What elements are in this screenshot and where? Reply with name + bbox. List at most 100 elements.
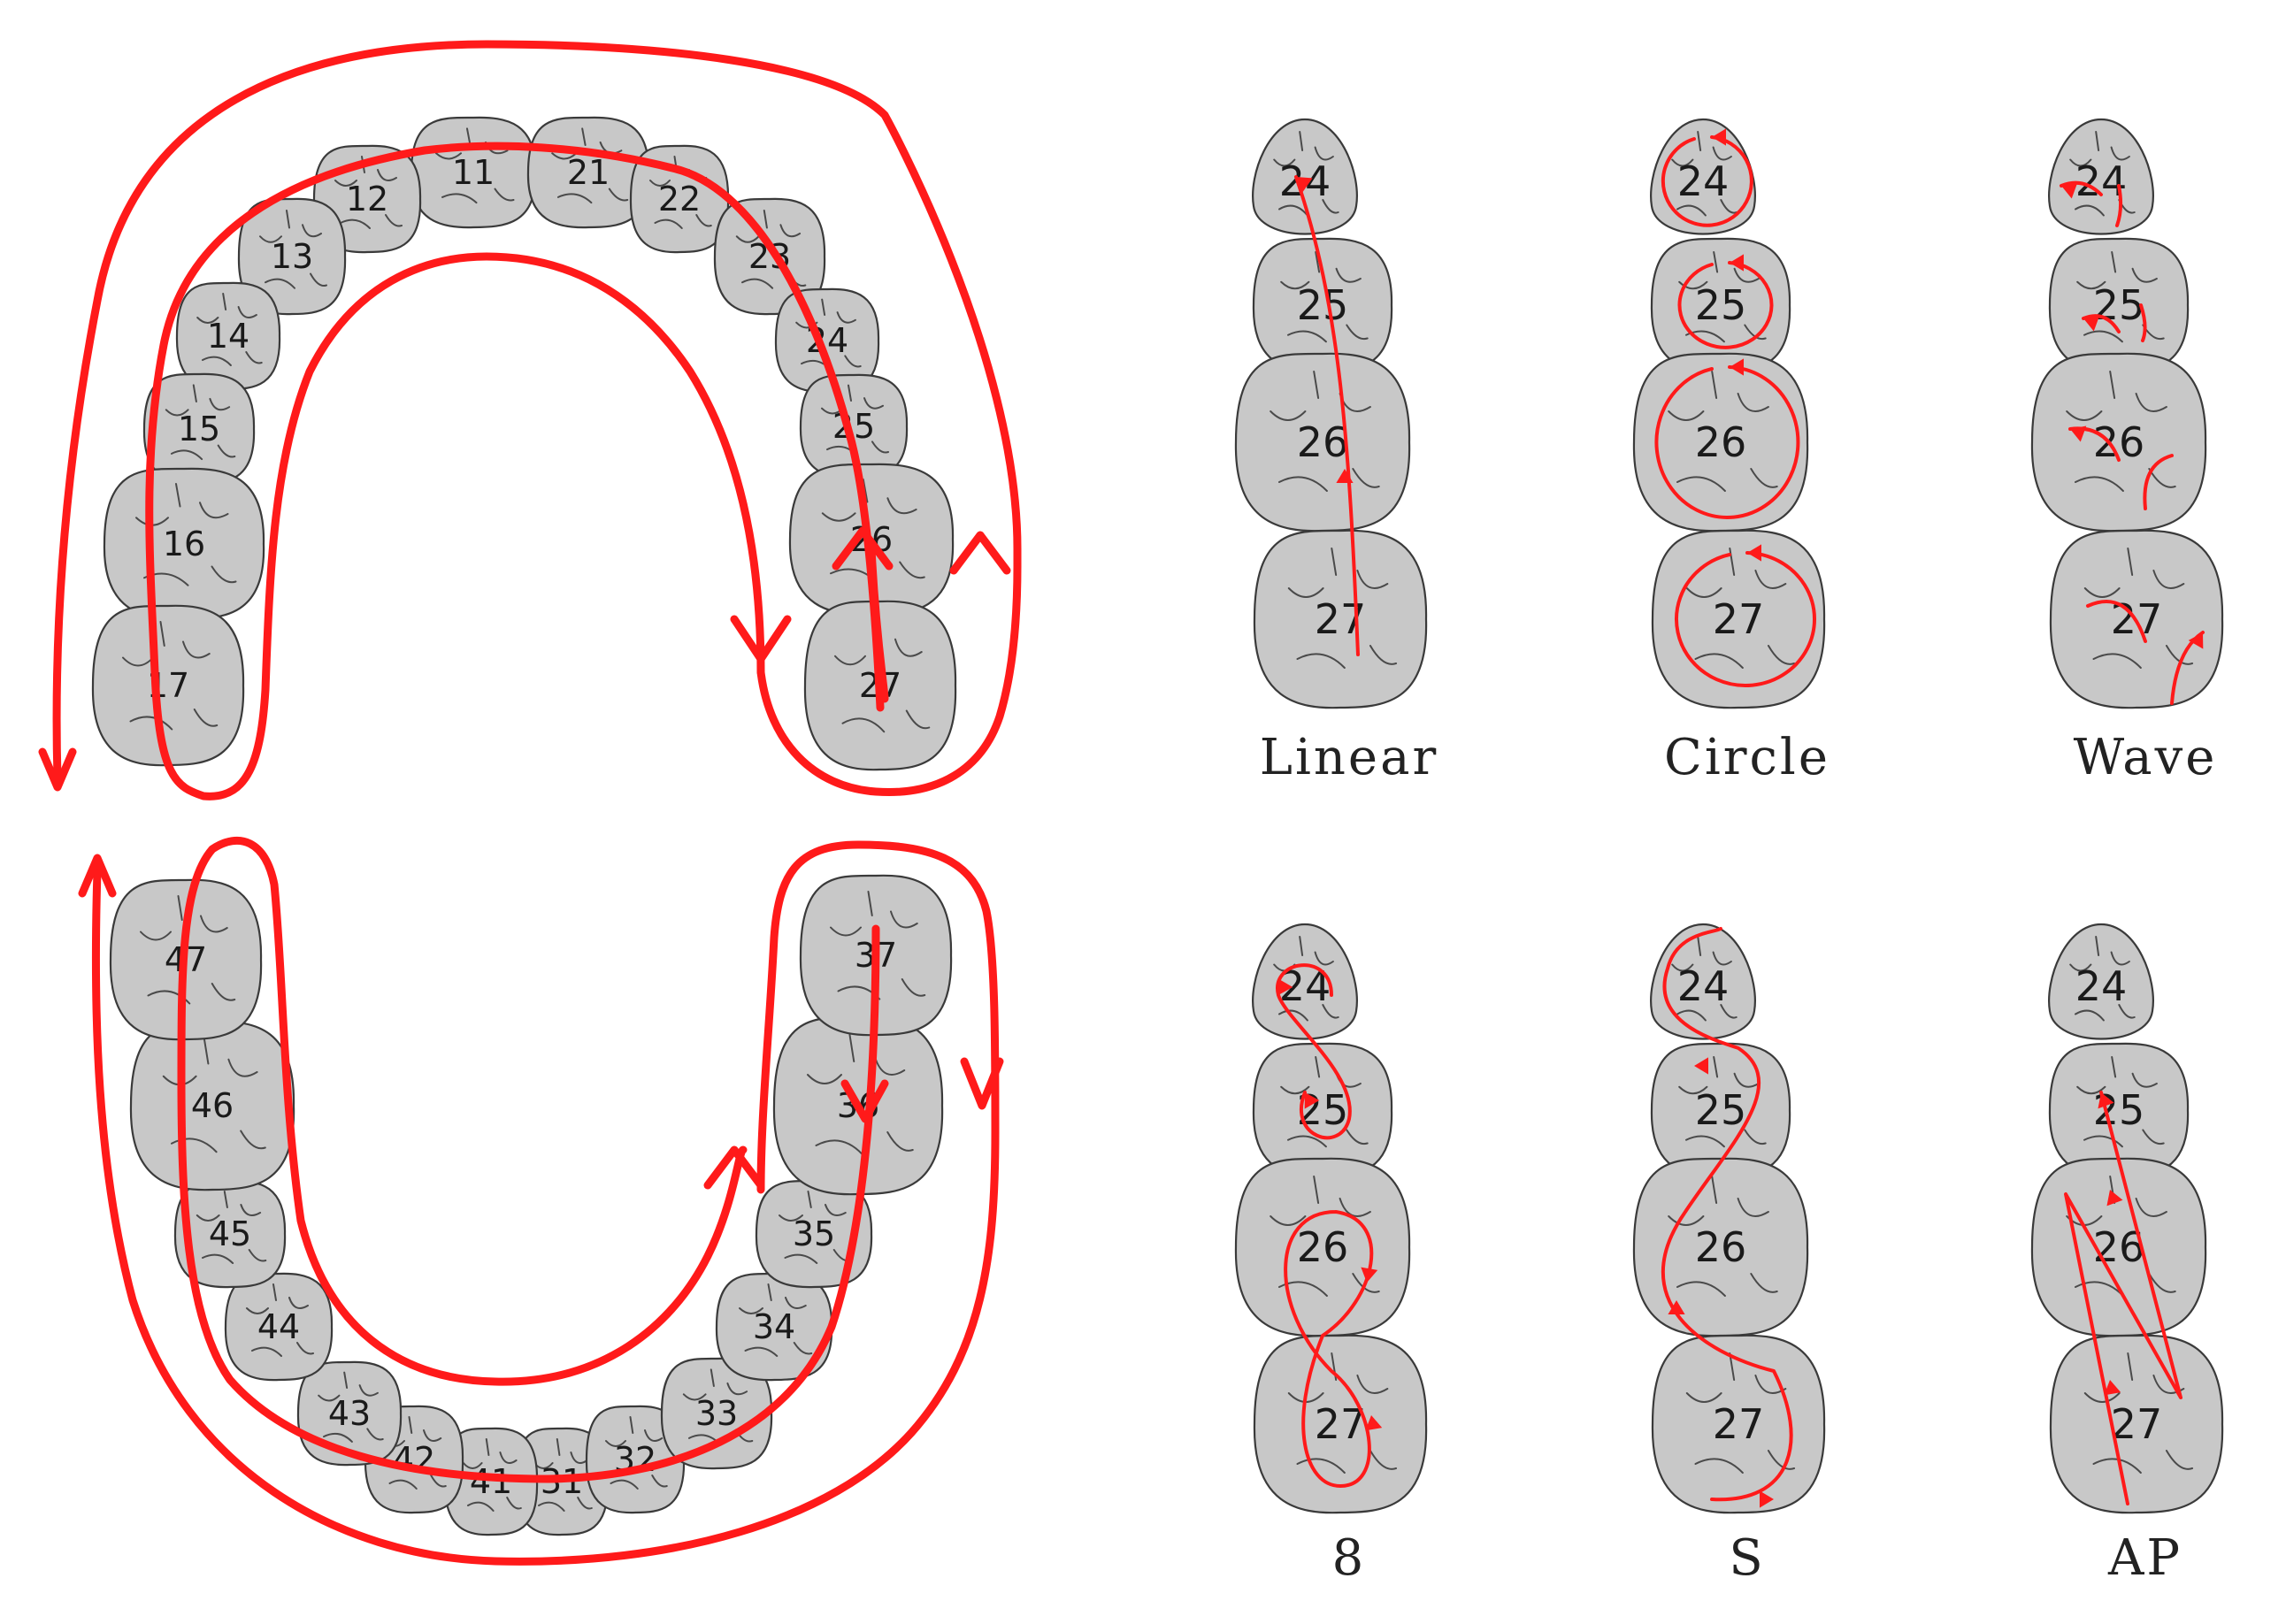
arch-tooth-43-number: 43 — [328, 1394, 371, 1433]
technique-eight-tooth-27-crown — [1253, 1334, 1428, 1514]
arch-tooth-27-fissure — [834, 617, 931, 733]
arch-tooth-11-number: 11 — [452, 153, 495, 192]
s-stroke-pattern — [1661, 927, 1793, 1508]
technique-linear-tooth-26: 26 — [1234, 352, 1411, 532]
technique-linear-tooth-26-crown — [1234, 352, 1411, 532]
wave-stroke-3 — [2139, 303, 2147, 342]
technique-s-tooth-27-fissure — [1685, 1352, 1796, 1474]
arch-tooth-34-number: 34 — [753, 1307, 795, 1346]
circle-arrowhead-3 — [1747, 544, 1761, 562]
technique-eight-tooth-26-crown — [1234, 1157, 1411, 1337]
wave-arrowhead-1 — [2083, 315, 2100, 332]
lower-middle-route — [177, 837, 880, 1483]
technique-linear-tooth-26-fissure — [1270, 371, 1380, 492]
arch-tooth-44-fissure — [246, 1283, 314, 1357]
arch-tooth-45: 45 — [173, 1179, 287, 1289]
arch-tooth-15: 15 — [142, 372, 256, 486]
circle-stroke-3 — [1675, 551, 1816, 687]
wave-stroke-5 — [2143, 454, 2174, 510]
linear-arrowhead-top — [1296, 177, 1313, 193]
technique-circle-tooth-25-fissure — [1678, 251, 1767, 343]
arch-tooth-22-number: 22 — [658, 180, 701, 218]
technique-wave-caption: Wave — [2074, 729, 2218, 786]
arch-tooth-14: 14 — [175, 281, 281, 391]
arch-tooth-47-fissure — [140, 895, 236, 1005]
arch-tooth-25-fissure — [821, 384, 889, 456]
technique-circle-tooth-27: 27 — [1651, 529, 1826, 709]
technique-wave-tooth-25: 25 — [2048, 237, 2190, 373]
wave-stroke-0 — [2060, 180, 2103, 196]
technique-wave-tooth-24: 24 — [2048, 118, 2154, 235]
technique-s-tooth-26-crown — [1632, 1157, 1809, 1337]
arch-tooth-35-number: 35 — [793, 1214, 835, 1253]
eight-arrowhead-1 — [1304, 1092, 1320, 1109]
technique-wave-tooth-24-number: 24 — [2075, 157, 2128, 205]
technique-circle-tooth-25-number: 25 — [1695, 281, 1747, 329]
technique-wave-tooth-26-crown — [2030, 352, 2207, 532]
circle-arrowhead-1 — [1730, 254, 1744, 272]
technique-s-tooth-27: 27 — [1651, 1334, 1826, 1514]
technique-linear-caption: Linear — [1260, 729, 1438, 786]
technique-eight-tooth-24: 24 — [1252, 923, 1358, 1040]
wave-arrowhead-3 — [2188, 632, 2204, 649]
technique-s-tooth-26: 26 — [1632, 1157, 1809, 1337]
technique-circle-tooth-24: 24 — [1650, 118, 1756, 235]
arch-tooth-13-number: 13 — [271, 237, 313, 276]
technique-circle-tooth-25: 25 — [1650, 237, 1791, 373]
technique-s-tooth-26-fissure — [1668, 1176, 1778, 1297]
arch-tooth-34: 34 — [715, 1272, 833, 1382]
arch-tooth-45-number: 45 — [209, 1214, 251, 1253]
upper-outer-arrowhead-down — [38, 747, 77, 792]
arch-tooth-36-fissure — [807, 1034, 914, 1155]
technique-wave-tooth-24-fissure — [2069, 131, 2136, 217]
arch-tooth-15-number: 15 — [178, 410, 220, 448]
arch-tooth-46: 46 — [129, 1020, 295, 1191]
technique-s-caption: S — [1729, 1529, 1765, 1587]
technique-eight-tooth-27: 27 — [1253, 1334, 1428, 1514]
wave-stroke-1 — [2115, 184, 2123, 227]
technique-linear-tooth-25: 25 — [1252, 237, 1393, 373]
technique-linear-tooth-26-number: 26 — [1297, 418, 1349, 466]
upper-middle-arrowhead — [730, 615, 792, 663]
technique-linear-tooth-27-fissure — [1287, 548, 1398, 669]
upper-loop-close — [756, 562, 1022, 797]
technique-linear-tooth-24-crown — [1252, 118, 1358, 235]
arch-tooth-21-number: 21 — [567, 153, 610, 192]
technique-circle-tooth-27-number: 27 — [1713, 595, 1765, 643]
eight-stroke — [1276, 963, 1374, 1488]
technique-ap-tooth-24-fissure — [2069, 936, 2136, 1022]
arch-tooth-31-fissure — [533, 1438, 593, 1512]
technique-circle-tooth-24-fissure — [1671, 131, 1738, 217]
technique-ap-tooth-24: 24 — [2048, 923, 2154, 1040]
technique-ap-caption: AP — [2107, 1529, 2182, 1587]
brushing-techniques-panel: 24252627Linear24252627Circle24252627Wave… — [1234, 118, 2224, 1587]
technique-s-tooth-24-number: 24 — [1677, 962, 1730, 1010]
arch-brushing-routes — [38, 40, 1022, 1566]
technique-circle-tooth-26-crown — [1632, 352, 1809, 532]
arch-tooth-11-fissure — [435, 127, 515, 204]
ap-stroke-pattern — [2064, 1091, 2182, 1505]
technique-linear: 24252627Linear — [1234, 118, 1438, 786]
technique-ap-tooth-27-number: 27 — [2111, 1400, 2163, 1448]
technique-s-tooth-25-fissure — [1678, 1056, 1767, 1148]
arch-tooth-17-fissure — [122, 621, 219, 731]
ap-arrowhead-2 — [2104, 1380, 2121, 1396]
linear-stroke-pattern — [1294, 175, 1360, 656]
arch-tooth-13-fissure — [259, 210, 327, 289]
arch-tooth-16-number: 16 — [163, 525, 205, 563]
arch-tooth-14-number: 14 — [207, 317, 249, 356]
technique-s-tooth-27-crown — [1651, 1334, 1826, 1514]
technique-circle-tooth-26: 26 — [1632, 352, 1809, 532]
technique-s-tooth-24-fissure — [1671, 936, 1738, 1022]
technique-s-tooth-26-number: 26 — [1695, 1223, 1747, 1271]
arch-tooth-12-number: 12 — [346, 180, 388, 218]
arch-tooth-16: 16 — [103, 467, 265, 621]
arch-tooth-17: 17 — [91, 604, 245, 767]
technique-s-tooth-27-number: 27 — [1713, 1400, 1765, 1448]
technique-linear-tooth-24-fissure — [1273, 131, 1339, 217]
upper-inner-route — [867, 544, 889, 703]
technique-circle-tooth-26-fissure — [1668, 371, 1778, 492]
